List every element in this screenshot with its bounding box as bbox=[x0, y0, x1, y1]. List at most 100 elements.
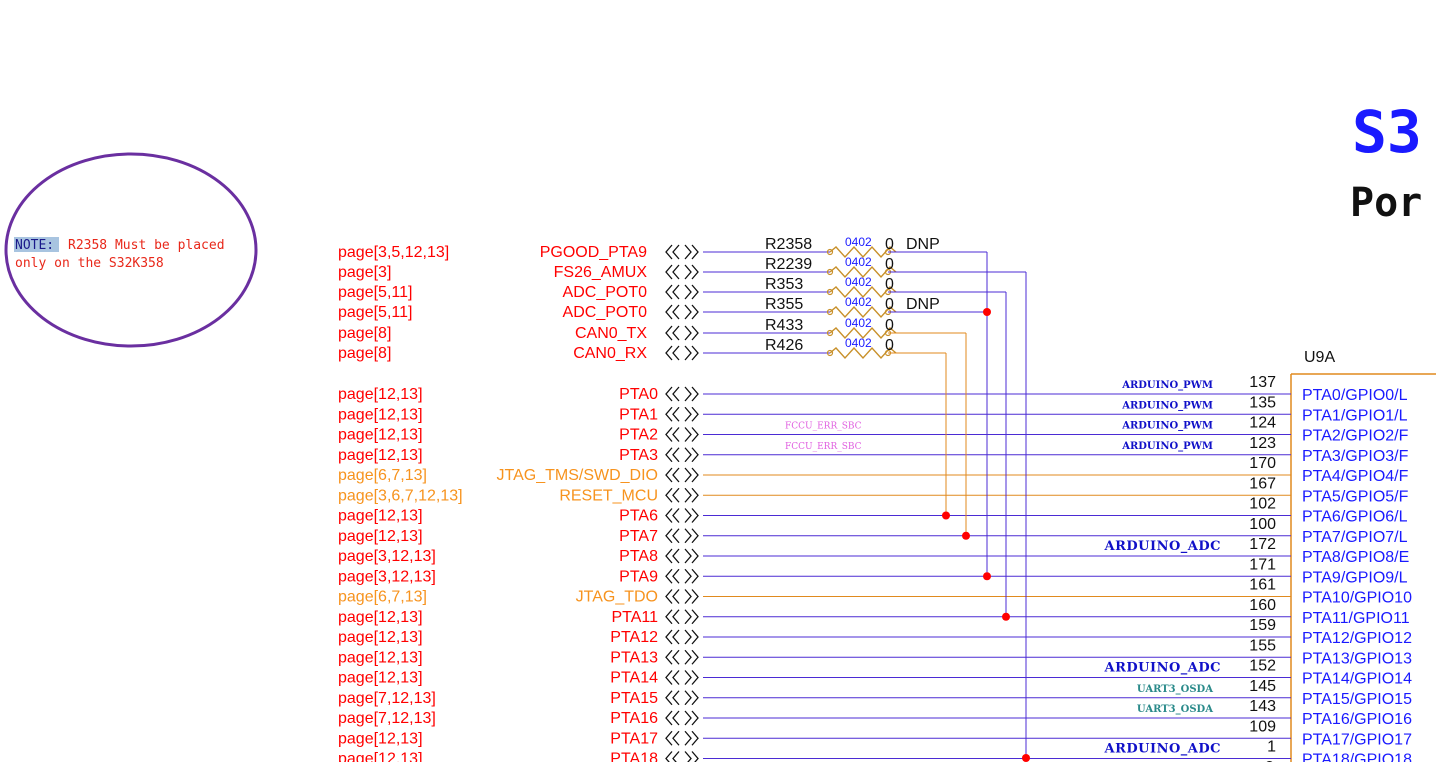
net-connector[interactable] bbox=[665, 264, 699, 280]
component-ref: U9A bbox=[1304, 349, 1335, 366]
resistor-symbol bbox=[829, 285, 897, 299]
page-ref: page[3,5,12,13] bbox=[338, 244, 449, 261]
junction-dot bbox=[1022, 754, 1030, 762]
pin-number: 135 bbox=[1249, 394, 1276, 411]
net-tag: ARDUINO_PWM bbox=[1121, 400, 1213, 411]
net-label: PTA15 bbox=[610, 690, 658, 707]
net-connector[interactable] bbox=[665, 487, 699, 503]
net-connector[interactable] bbox=[665, 447, 699, 463]
pin-function-label: PTA2/GPIO2/F bbox=[1302, 428, 1409, 445]
net-connector[interactable] bbox=[665, 609, 699, 625]
cross-wires bbox=[942, 252, 1030, 762]
page-ref: page[12,13] bbox=[338, 730, 423, 747]
net-connector[interactable] bbox=[665, 629, 699, 645]
pin-function-label: PTA17/GPIO17 bbox=[1302, 731, 1412, 748]
pin-function-label: PTA9/GPIO9/L bbox=[1302, 569, 1408, 586]
page-ref: page[3] bbox=[338, 264, 391, 281]
net-label: FS26_AMUX bbox=[554, 264, 648, 281]
net-tag: ARDUINO_ADC bbox=[1104, 539, 1222, 554]
pin-function-label: PTA18/GPIO18 bbox=[1302, 752, 1412, 762]
net-tag: UART3_OSDA bbox=[1137, 684, 1213, 695]
junction-dot bbox=[1002, 612, 1010, 621]
net-connector[interactable] bbox=[665, 406, 699, 422]
net-connector[interactable] bbox=[665, 649, 699, 665]
resistor-package: 0402 bbox=[845, 316, 872, 330]
net-label: PTA2 bbox=[619, 427, 658, 444]
pin-function-label: PTA12/GPIO12 bbox=[1302, 630, 1412, 647]
net-connector[interactable] bbox=[665, 427, 699, 442]
net-label: PTA9 bbox=[619, 568, 658, 585]
net-label: ADC_POT0 bbox=[563, 284, 648, 301]
pin-number: 1 bbox=[1267, 739, 1276, 756]
pin-function-label: PTA14/GPIO14 bbox=[1302, 671, 1412, 688]
net-connector[interactable] bbox=[665, 325, 699, 341]
net-connector[interactable] bbox=[665, 528, 699, 544]
resistor-symbol bbox=[829, 245, 897, 259]
net-connector[interactable] bbox=[665, 710, 699, 726]
pin-number: 155 bbox=[1249, 637, 1276, 654]
pin-function-label: PTA4/GPIO4/F bbox=[1302, 468, 1409, 485]
net-connector[interactable] bbox=[665, 284, 699, 300]
pin-number: 172 bbox=[1249, 536, 1276, 553]
page-ref: page[8] bbox=[338, 325, 391, 342]
resistor-value: 0 bbox=[885, 236, 894, 253]
note-line1: R2358 Must be placed bbox=[68, 238, 225, 253]
page-ref: page[12,13] bbox=[338, 427, 423, 444]
resistor-ref: R2239 bbox=[765, 256, 812, 273]
net-connector[interactable] bbox=[665, 751, 699, 762]
net-connector[interactable] bbox=[665, 467, 699, 483]
resistor-value: 0 bbox=[885, 337, 894, 354]
pin-number: 124 bbox=[1249, 415, 1276, 432]
resistor-value: 0 bbox=[885, 296, 894, 313]
resistor-pin bbox=[826, 329, 834, 337]
net-connector[interactable] bbox=[665, 568, 699, 584]
net-label: PTA11 bbox=[611, 609, 658, 626]
net-connector[interactable] bbox=[665, 386, 699, 402]
net-connector[interactable] bbox=[665, 304, 699, 320]
pin-number: 109 bbox=[1249, 718, 1276, 735]
net-connector[interactable] bbox=[665, 670, 699, 685]
resistor-value: 0 bbox=[885, 276, 894, 293]
sheet-subtitle: Por bbox=[1350, 180, 1422, 226]
page-ref: page[12,13] bbox=[338, 609, 423, 626]
net-connector[interactable] bbox=[665, 244, 699, 260]
net-connector[interactable] bbox=[665, 730, 699, 746]
net-connector[interactable] bbox=[665, 589, 699, 604]
resistor-value: 0 bbox=[885, 317, 894, 334]
pin-number: 167 bbox=[1249, 475, 1276, 492]
resistor-package: 0402 bbox=[845, 295, 872, 309]
page-ref: page[5,11] bbox=[338, 284, 412, 301]
net-label: PTA17 bbox=[610, 730, 658, 747]
pin-number: 152 bbox=[1249, 658, 1276, 675]
pin-function-label: PTA3/GPIO3/F bbox=[1302, 448, 1409, 465]
page-ref: page[3,6,7,12,13] bbox=[338, 487, 463, 504]
page-ref: page[7,12,13] bbox=[338, 690, 436, 707]
net-tag: ARDUINO_PWM bbox=[1121, 380, 1213, 391]
net-label: PTA6 bbox=[619, 508, 658, 525]
net-tag: UART3_OSDA bbox=[1137, 704, 1213, 715]
net-connector[interactable] bbox=[665, 690, 699, 706]
net-connector[interactable] bbox=[665, 548, 699, 564]
pin-number: 137 bbox=[1249, 374, 1276, 391]
net-connector[interactable] bbox=[665, 345, 699, 361]
pin-function-label: PTA0/GPIO0/L bbox=[1302, 387, 1408, 404]
pin-function-label: PTA10/GPIO10 bbox=[1302, 590, 1412, 607]
pin-number: 170 bbox=[1249, 455, 1276, 472]
pin-function-label: PTA6/GPIO6/L bbox=[1302, 509, 1408, 526]
page-ref: page[12,13] bbox=[338, 528, 423, 545]
pin-row: page[3,6,7,12,13]RESET_MCU167PTA5/GPIO5/… bbox=[338, 475, 1409, 505]
net-connector[interactable] bbox=[665, 508, 699, 523]
junction-dot bbox=[962, 531, 970, 540]
